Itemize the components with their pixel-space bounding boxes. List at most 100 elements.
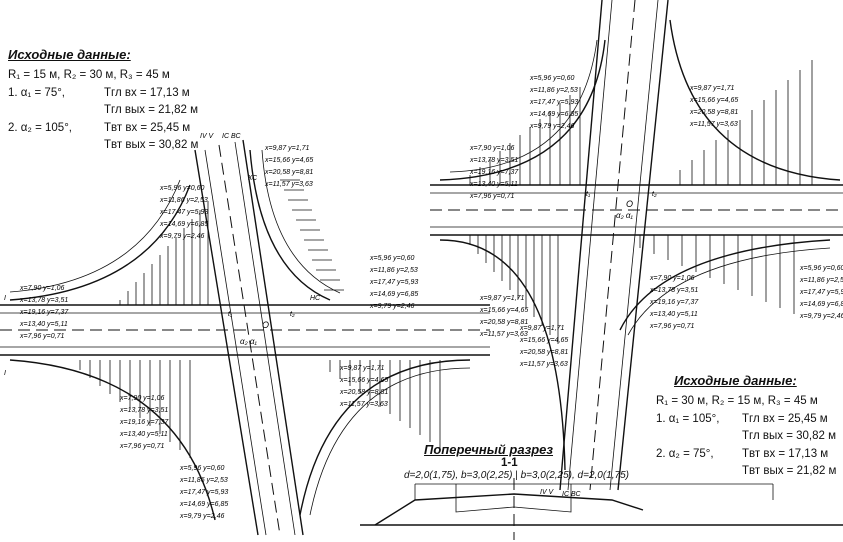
cross-section-dims: d=2,0(1,75), b=3,0(2,25) | b=3,0(2,25), … — [404, 470, 629, 481]
right-angle-label: α₂ α₁ — [616, 211, 633, 220]
coordinate-label: x=9,87 y=1,71 — [479, 295, 524, 302]
coordinate-label: x=7,96 y=0,71 — [469, 193, 514, 200]
coordinate-label: x=11,86 y=2,53 — [529, 87, 578, 94]
coordinate-label: x=20,58 y=8,81 — [519, 349, 568, 356]
left-intersection — [0, 139, 490, 536]
right-radii: R₁ = 30 м, R₂ = 15 м, R₃ = 45 м — [656, 395, 818, 407]
coordinate-label: x=19,16 y=7,37 — [469, 169, 519, 176]
left-radii: R₁ = 15 м, R₂ = 30 м, R₃ = 45 м — [8, 69, 170, 81]
coordinate-label: x=9,79 y=2,46 — [799, 313, 843, 320]
coordinate-label: x=15,66 y=4,65 — [519, 337, 568, 344]
coordinate-label: x=5,96 y=0,60 — [179, 465, 224, 472]
coordinate-label: x=11,57 y=3,63 — [689, 121, 738, 128]
coordinate-label: x=7,96 y=0,71 — [649, 323, 694, 330]
section-mark: I — [4, 370, 6, 377]
coordinate-label: x=20,58 y=8,81 — [264, 169, 313, 176]
coordinate-label: x=13,78 y=3,51 — [19, 297, 68, 304]
t1-label: t₁ — [228, 311, 233, 318]
coordinate-label: x=19,16 y=7,37 — [649, 299, 699, 306]
left-t-in-1: Tгл вх = 17,13 м — [104, 86, 190, 99]
coordinate-label: x=5,96 y=0,60 — [799, 265, 843, 272]
t2-label: t₂ — [290, 311, 295, 318]
coordinate-label: x=7,96 y=0,71 — [119, 443, 164, 450]
coordinate-label: x=5,96 y=0,60 — [159, 185, 204, 192]
coordinate-label: x=17,47 y=5,93 — [159, 209, 208, 216]
coordinate-label: x=11,57 y=3,63 — [264, 181, 313, 188]
coordinate-label: x=13,40 y=5,11 — [19, 321, 68, 328]
coordinate-label: x=20,58 y=8,81 — [479, 319, 528, 326]
coordinate-label: x=14,69 y=6,85 — [799, 301, 843, 308]
coordinate-label: x=13,40 y=5,11 — [649, 311, 698, 318]
coordinate-label: x=11,86 y=2,53 — [159, 197, 208, 204]
coordinate-label: x=11,86 y=2,53 — [179, 477, 228, 484]
road-end-label: IC ВС — [222, 133, 241, 140]
coordinate-label: x=9,87 y=1,71 — [339, 365, 384, 372]
right-t-in-1: Tгл вх = 25,45 м — [742, 412, 828, 425]
right-data-title: Исходные данные: — [674, 373, 797, 388]
left-data-title: Исходные данные: — [8, 47, 131, 62]
coordinate-label: x=9,87 y=1,71 — [519, 325, 564, 332]
coordinate-label: x=9,79 y=2,46 — [369, 303, 414, 310]
coordinate-label: x=7,90 y=1,06 — [19, 285, 64, 292]
left-cross-road-edge — [242, 139, 304, 536]
kc-label: КС — [248, 175, 258, 182]
coordinate-label: x=11,86 y=2,53 — [799, 277, 843, 284]
left-angle-2: 2. α₂ = 105°, — [8, 121, 72, 134]
coordinate-label: x=7,90 y=1,06 — [649, 275, 694, 282]
coordinate-label: x=14,69 y=6,85 — [369, 291, 418, 298]
cross-section — [360, 478, 843, 540]
coordinate-label: x=19,16 y=7,37 — [119, 419, 169, 426]
section-mark: I — [4, 295, 6, 302]
coordinate-label: x=14,69 y=6,85 — [159, 221, 208, 228]
right-angle-1: 1. α₁ = 105°, — [656, 412, 720, 425]
cross-section-label: 1-1 — [501, 457, 518, 469]
coordinate-label: x=13,78 y=3,51 — [649, 287, 698, 294]
coordinate-label: x=11,86 y=2,53 — [369, 267, 418, 274]
coordinate-label: x=13,78 y=3,51 — [469, 157, 518, 164]
coordinate-label: x=17,47 y=5,93 — [799, 289, 843, 296]
coordinate-label: x=20,58 y=8,81 — [689, 109, 738, 116]
coordinate-label: x=15,66 y=4,65 — [479, 307, 528, 314]
cross-section-title: Поперечный разрез — [424, 442, 554, 457]
coordinate-label: x=9,79 y=2,46 — [159, 233, 204, 240]
coordinate-label: x=19,16 y=7,37 — [19, 309, 69, 316]
coordinate-label: x=7,96 y=0,71 — [19, 333, 64, 340]
coordinate-label: x=5,96 y=0,60 — [369, 255, 414, 262]
left-t-out-2: Tвт вых = 30,82 м — [104, 139, 199, 151]
right-t-out-1: Tгл вых = 30,82 м — [742, 430, 836, 442]
right-t-out-2: Tвт вых = 21,82 м — [742, 465, 837, 477]
road-end-label: IV V — [200, 133, 215, 140]
road-end-label: IV V — [540, 489, 555, 496]
right-input-data: Исходные данные: R₁ = 30 м, R₂ = 15 м, R… — [656, 374, 836, 478]
t2-label: t₂ — [652, 191, 657, 198]
left-angle-label: α₂ α₁ — [240, 337, 257, 346]
right-t-in-2: Tвт вх = 17,13 м — [742, 447, 829, 460]
coordinate-label: x=15,66 y=4,65 — [689, 97, 738, 104]
coordinate-label: x=15,66 y=4,65 — [339, 377, 388, 384]
left-t-out-1: Tгл вых = 21,82 м — [104, 104, 198, 116]
left-angle-1: 1. α₁ = 75°, — [8, 86, 66, 99]
coordinate-label: x=7,90 y=1,06 — [119, 395, 164, 402]
coordinate-label: x=9,79 y=2,46 — [179, 513, 224, 520]
hatching — [79, 60, 813, 458]
coordinate-label: x=17,47 y=5,93 — [179, 489, 228, 496]
coordinate-label: x=14,69 y=6,85 — [529, 111, 578, 118]
coordinate-label: x=15,66 y=4,65 — [264, 157, 313, 164]
coordinate-label: x=13,78 y=3,51 — [119, 407, 168, 414]
left-t-in-2: Tвт вх = 25,45 м — [104, 121, 191, 134]
coordinate-label: x=14,69 y=6,85 — [179, 501, 228, 508]
coordinate-label: x=9,79 y=2,46 — [529, 123, 574, 130]
coordinate-label: x=13,40 y=5,11 — [469, 181, 518, 188]
left-input-data: Исходные данные: R₁ = 15 м, R₂ = 30 м, R… — [8, 48, 198, 152]
left-cross-road-edge — [194, 149, 259, 536]
coordinate-label: x=7,90 y=1,06 — [469, 145, 514, 152]
coordinate-label: x=17,47 y=5,93 — [529, 99, 578, 106]
nc-label: НС — [310, 295, 321, 302]
coordinate-label: x=9,87 y=1,71 — [689, 85, 734, 92]
t1-label: t₁ — [586, 191, 591, 198]
coordinate-label: x=13,40 y=5,11 — [119, 431, 168, 438]
coordinate-label: x=5,96 y=0,60 — [529, 75, 574, 82]
left-center-label: O — [262, 320, 269, 330]
coordinate-label: x=9,87 y=1,71 — [264, 145, 309, 152]
road-end-label: IC ВС — [562, 491, 581, 498]
